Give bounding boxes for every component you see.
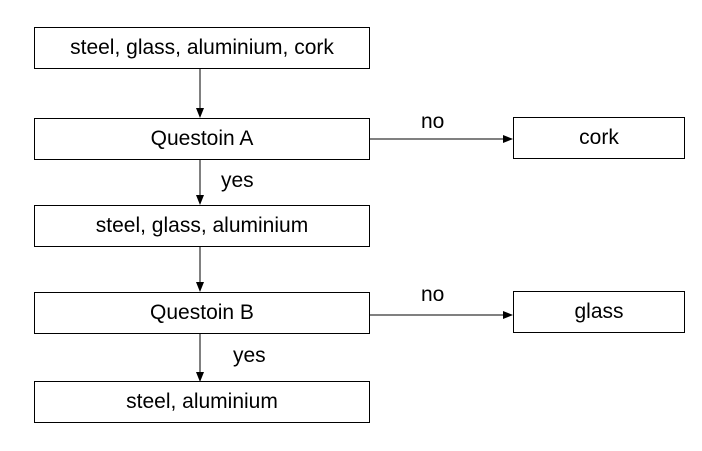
edge-label-b-yes: yes (233, 344, 266, 367)
node-start: steel, glass, aluminium, cork (34, 27, 370, 69)
edge-label-b-no: no (421, 283, 445, 306)
node-question-a: Questoin A (34, 118, 370, 160)
node-result: steel, aluminium (34, 381, 370, 423)
node-after-question-a: steel, glass, aluminium (34, 205, 370, 247)
edge-label-a-yes: yes (221, 169, 254, 192)
node-cork: cork (513, 117, 685, 159)
node-glass: glass (513, 291, 685, 333)
edge-label-a-no: no (421, 110, 445, 133)
node-question-b: Questoin B (34, 292, 370, 334)
